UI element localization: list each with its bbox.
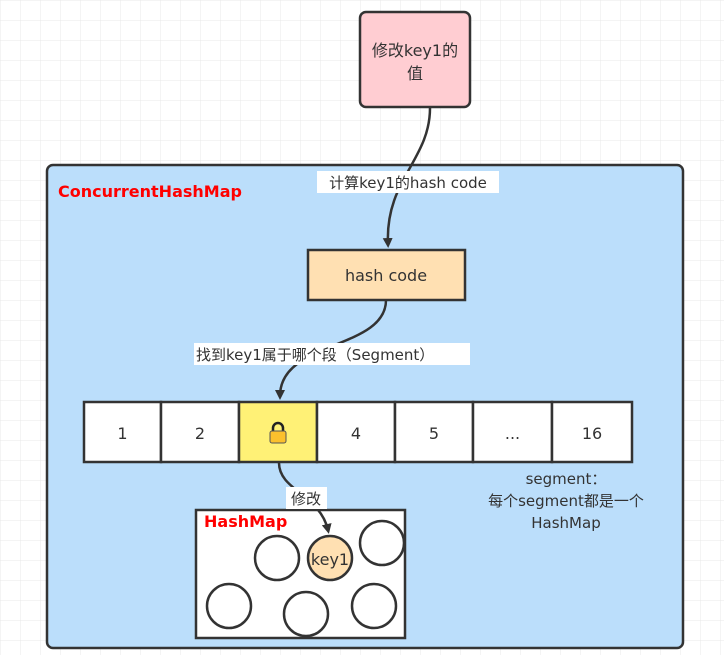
entry-node	[350, 582, 398, 630]
segment-note-line2: 每个segment都是一个	[488, 492, 644, 510]
segment-cell[interactable]	[237, 400, 319, 464]
segment-cell[interactable]: 4	[315, 400, 397, 464]
entry-node	[282, 590, 330, 638]
edge-label-bg	[286, 487, 327, 509]
segment-cell[interactable]: 1	[82, 400, 163, 464]
segment-label: 5	[429, 424, 439, 443]
edge-label-bg	[317, 171, 499, 193]
top-box-line2: 值	[407, 64, 423, 83]
edge-label-compute: 计算key1的hash code	[329, 174, 487, 192]
segment-note-line3: HashMap	[531, 514, 600, 532]
segment-cell[interactable]: ...	[471, 400, 554, 464]
key1-label: key1	[311, 550, 349, 569]
segment-cell[interactable]: 16	[550, 400, 634, 464]
entry-node	[205, 582, 253, 630]
hash-code-box[interactable]: hash code	[306, 248, 467, 302]
segment-cell[interactable]: 2	[159, 400, 241, 464]
segment-note-line1: segment：	[526, 470, 607, 488]
edge-label-find: 找到key1属于哪个段（Segment）	[196, 346, 434, 364]
segment-label: 2	[195, 424, 205, 443]
entry-node	[358, 519, 406, 567]
edge-label-modify: 修改	[291, 490, 321, 508]
key1-node[interactable]	[306, 534, 354, 582]
segment-label: 4	[351, 424, 361, 443]
top-box-line1: 修改key1的	[372, 41, 458, 60]
entry-node	[253, 534, 301, 582]
hashmap-box: HashMap key1	[194, 508, 407, 640]
segment-cell[interactable]: 5	[393, 400, 475, 464]
segment-label: 1	[117, 424, 127, 443]
hashmap-title: HashMap	[204, 512, 287, 531]
container-title: ConcurrentHashMap	[58, 182, 242, 201]
top-box[interactable]: 修改key1的 值	[358, 10, 472, 109]
hash-code-label: hash code	[345, 266, 427, 285]
segment-row: 1 2 4 5... 16	[82, 400, 634, 464]
segment-label: 16	[582, 424, 602, 443]
segment-label: ...	[505, 424, 520, 443]
lock-icon	[269, 421, 287, 444]
edge-label-bg	[194, 343, 470, 365]
